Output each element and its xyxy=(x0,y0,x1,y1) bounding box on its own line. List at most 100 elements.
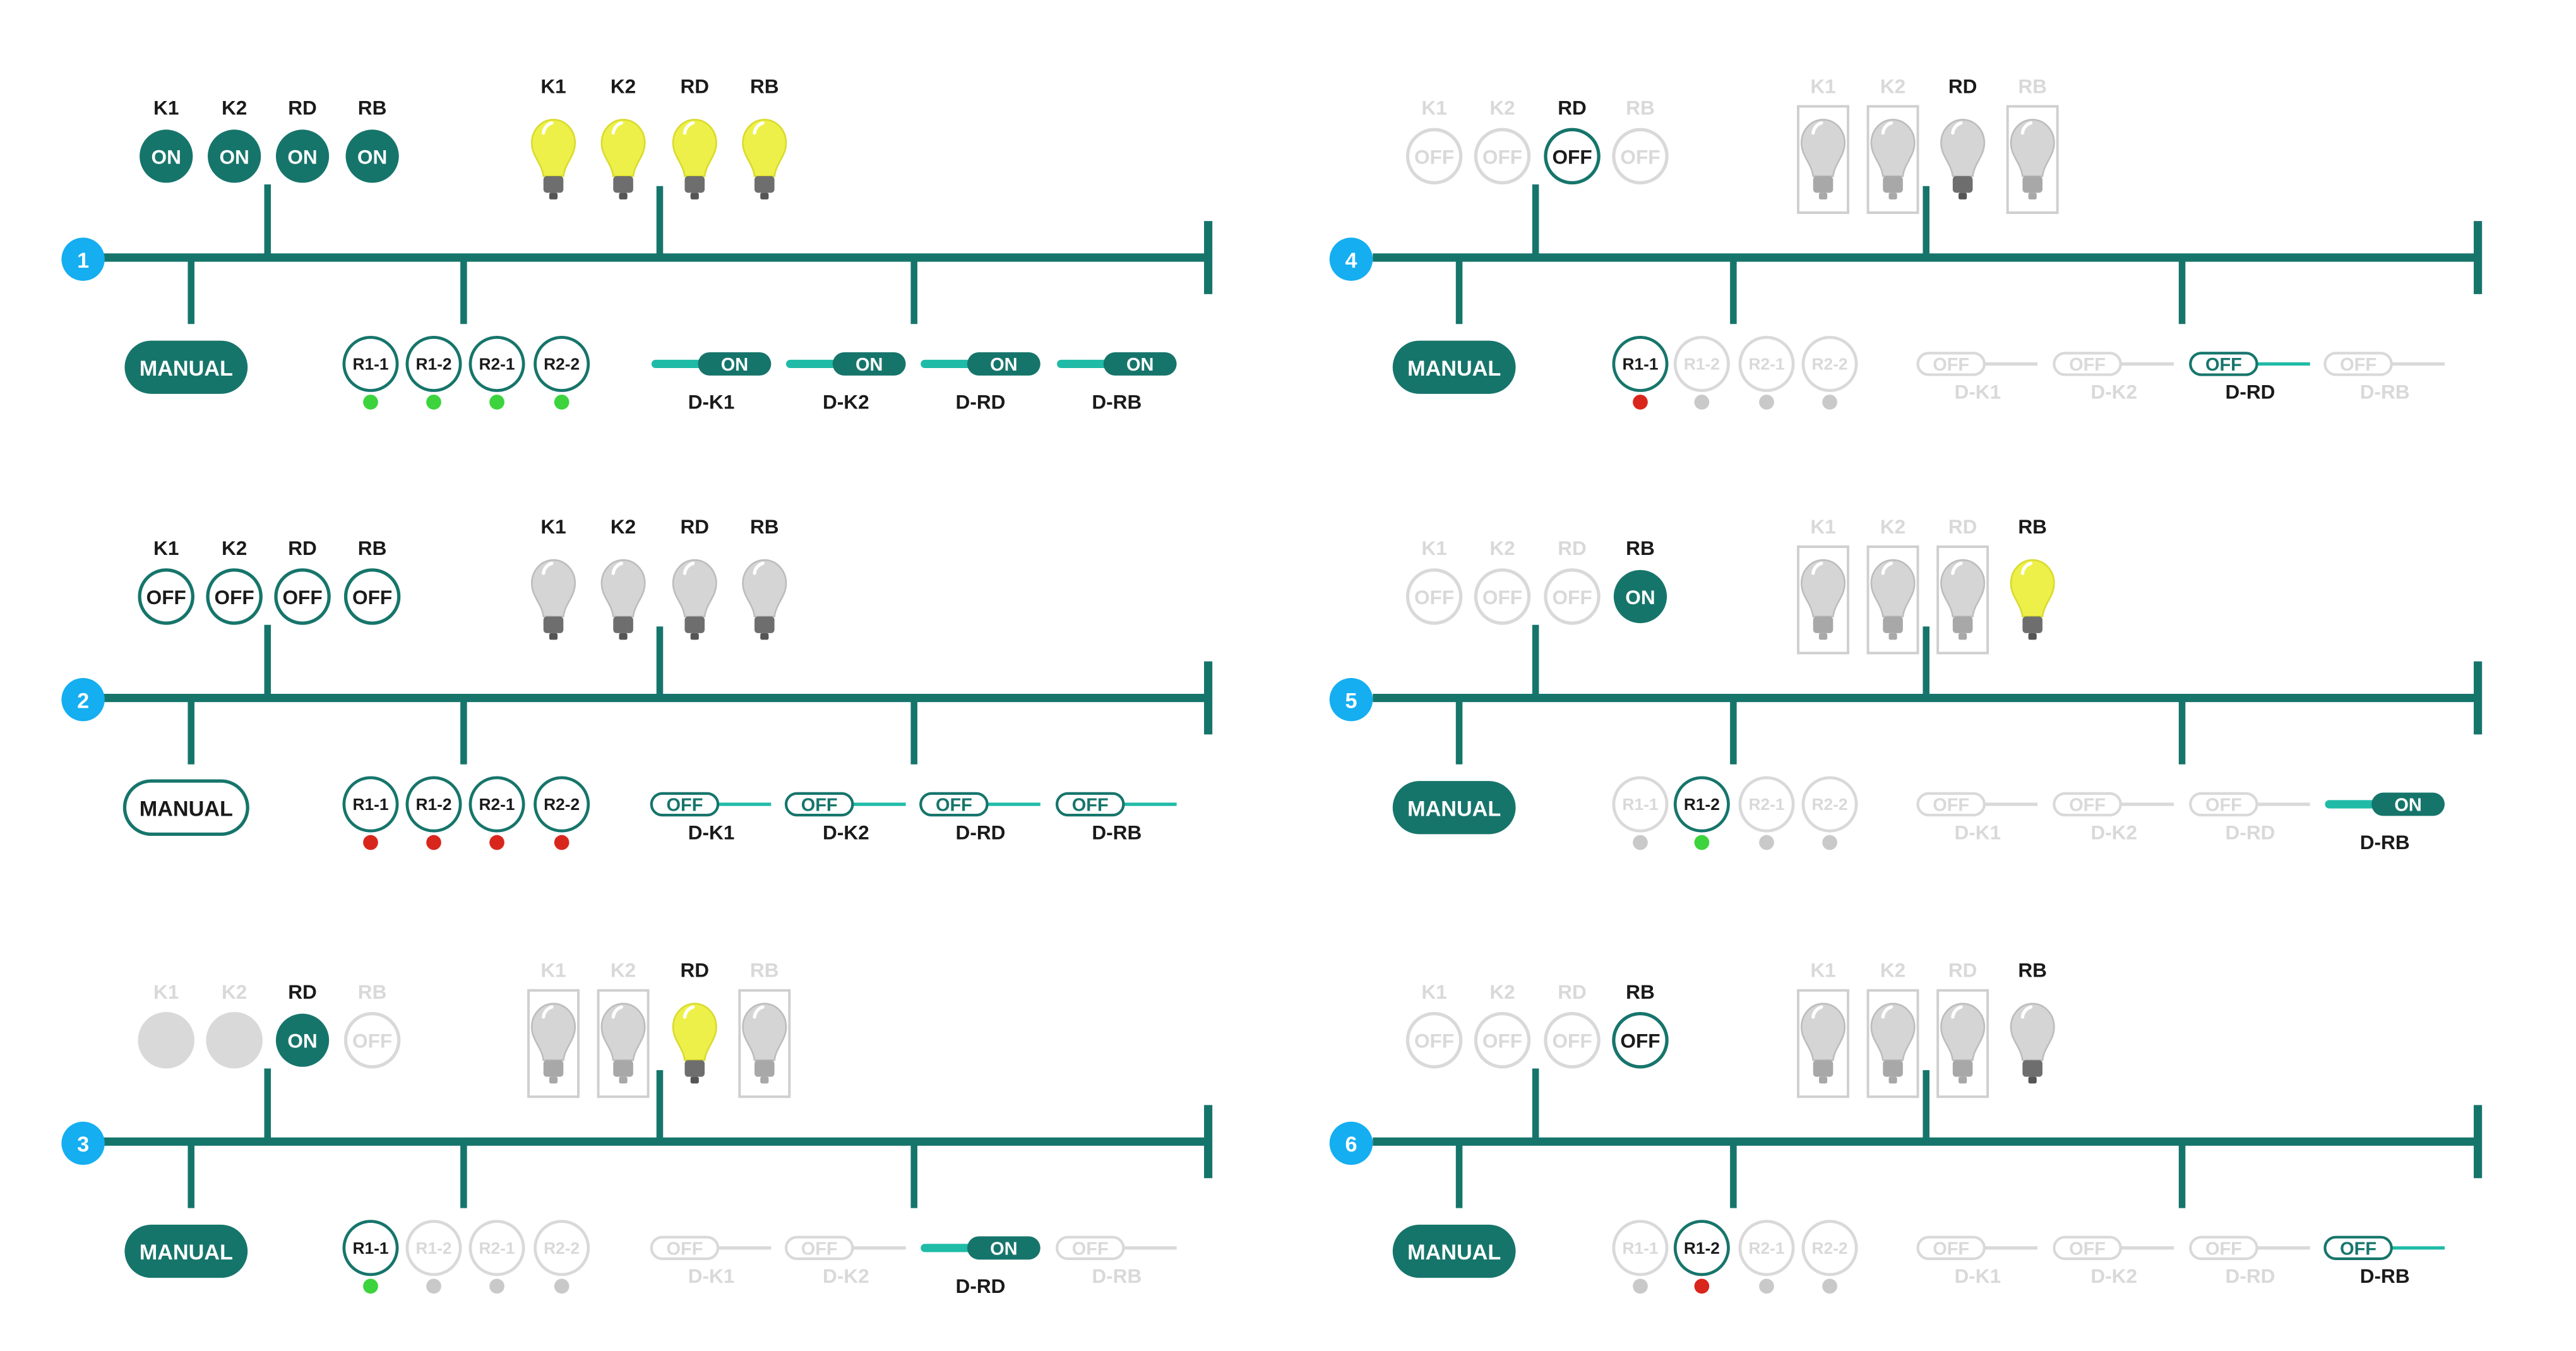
relay-label: R2-1 xyxy=(1749,355,1785,374)
switch-label: K2 xyxy=(222,537,247,559)
relay-status-dot xyxy=(1633,835,1648,850)
driver-label: D-RD xyxy=(2226,1265,2275,1287)
relay-item: R1-2 xyxy=(1673,1220,1730,1294)
relay-status-dot xyxy=(1694,395,1710,410)
bulb-label: RB xyxy=(750,515,779,538)
bulb-glass xyxy=(1870,119,1916,177)
switch-toggle: OFF xyxy=(274,568,331,625)
switch-circle xyxy=(1612,128,1669,185)
bulb-label: RB xyxy=(2018,515,2047,538)
bulb-label: RD xyxy=(680,959,709,982)
bulb-highlight xyxy=(2020,561,2033,575)
relay-item: R1-2 xyxy=(405,776,462,850)
switch-circle xyxy=(1544,128,1601,185)
relay-item: R1-1 xyxy=(342,1220,399,1294)
switch-toggle: OFF xyxy=(1612,1012,1669,1069)
switch-toggle: ON xyxy=(140,129,193,183)
bulb-label: RD xyxy=(1948,74,1977,97)
bulb-base xyxy=(2022,176,2042,193)
driver-state-label: OFF xyxy=(2069,795,2106,816)
bulb-glass xyxy=(672,119,717,177)
bulb-glass xyxy=(1800,119,1846,177)
bulb-label: RB xyxy=(2018,959,2047,982)
driver-toggle: OND-RD xyxy=(921,352,1041,414)
bulb-highlight xyxy=(753,1005,765,1019)
relay-circle xyxy=(1738,335,1795,392)
driver-state-label: ON xyxy=(990,1239,1017,1259)
bulb-highlight xyxy=(753,121,765,135)
relay-item: R2-1 xyxy=(1738,335,1795,410)
driver-label: D-K1 xyxy=(1954,381,2001,403)
relay-status-dot xyxy=(1822,395,1837,410)
bulb-base xyxy=(1813,1060,1834,1077)
relay-label: R1-2 xyxy=(415,1239,451,1258)
switch-state-label: OFF xyxy=(1620,1030,1660,1052)
relay-item: R1-1 xyxy=(342,335,399,410)
driver-pill xyxy=(1916,352,1986,376)
bulb-base xyxy=(2022,616,2042,633)
relay-circle xyxy=(1673,1220,1730,1277)
driver-label: D-RB xyxy=(1092,391,1142,414)
switch-toggle: OFF xyxy=(1405,1012,1463,1069)
bulb-highlight xyxy=(1951,1005,1963,1019)
bulb-tip xyxy=(1959,193,1967,199)
relay-label: R2-1 xyxy=(479,795,515,814)
manual-button[interactable]: MANUAL xyxy=(122,779,249,836)
bulb-highlight xyxy=(542,1005,554,1019)
relay-status-dot xyxy=(1633,395,1648,410)
bulb-base xyxy=(754,176,775,193)
bulb-label: RD xyxy=(680,515,709,538)
driver-state-label: OFF xyxy=(1933,1239,1969,1259)
relay-item: R1-1 xyxy=(1612,776,1669,850)
driver-state-label: OFF xyxy=(1933,355,1969,375)
driver-state-label: OFF xyxy=(2340,1239,2376,1259)
light-bulb-icon xyxy=(1797,545,1849,655)
switch-circle xyxy=(274,568,331,625)
driver-pill xyxy=(1103,352,1177,376)
manual-button[interactable]: MANUAL xyxy=(124,340,248,394)
relay-item: R1-2 xyxy=(1673,335,1730,410)
relay-label: R1-2 xyxy=(1684,355,1720,374)
driver-pill xyxy=(2189,352,2258,376)
switch-state-label: OFF xyxy=(1552,1030,1592,1052)
bulb-label: K2 xyxy=(1880,959,1905,982)
bulb-tip xyxy=(1959,1076,1967,1084)
bulb-frame xyxy=(1797,545,1849,655)
driver-pill xyxy=(967,352,1041,376)
switch-state-label: OFF xyxy=(352,586,392,609)
driver-label: D-K1 xyxy=(688,391,735,414)
driver-state-label: OFF xyxy=(1072,1239,1109,1259)
driver-pill xyxy=(967,1236,1041,1260)
manual-button[interactable]: MANUAL xyxy=(124,1224,248,1278)
relay-status-dot xyxy=(489,1278,504,1294)
manual-button[interactable]: MANUAL xyxy=(1392,1224,1516,1278)
switch-state-label: ON xyxy=(287,1030,317,1052)
switch-toggle: OFF xyxy=(1544,1012,1601,1069)
relay-status-dot xyxy=(1694,1278,1710,1294)
manual-button[interactable]: MANUAL xyxy=(1392,340,1516,394)
driver-label: D-RB xyxy=(1092,821,1142,843)
bulb-tip xyxy=(619,633,628,640)
bulb-frame xyxy=(1866,545,1919,655)
manual-pill xyxy=(124,1224,248,1278)
manual-label: MANUAL xyxy=(1407,357,1501,381)
bulb-label: RB xyxy=(2018,74,2047,97)
manual-pill xyxy=(1392,1224,1516,1278)
switch-label: RD xyxy=(288,980,317,1003)
bulb-tip xyxy=(2028,193,2037,199)
manual-button[interactable]: MANUAL xyxy=(1392,781,1516,835)
step-badge xyxy=(1329,237,1373,281)
switch-toggle: OFF xyxy=(343,1012,401,1069)
driver-pill xyxy=(2189,792,2258,817)
bulb-glass xyxy=(1940,559,1986,617)
relay-circle xyxy=(1801,1220,1858,1277)
driver-pill xyxy=(698,352,772,376)
relay-status-dot xyxy=(426,1278,441,1294)
bulb-glass xyxy=(742,119,787,177)
step-number: 2 xyxy=(77,689,89,713)
switch-circle xyxy=(1405,1012,1463,1069)
